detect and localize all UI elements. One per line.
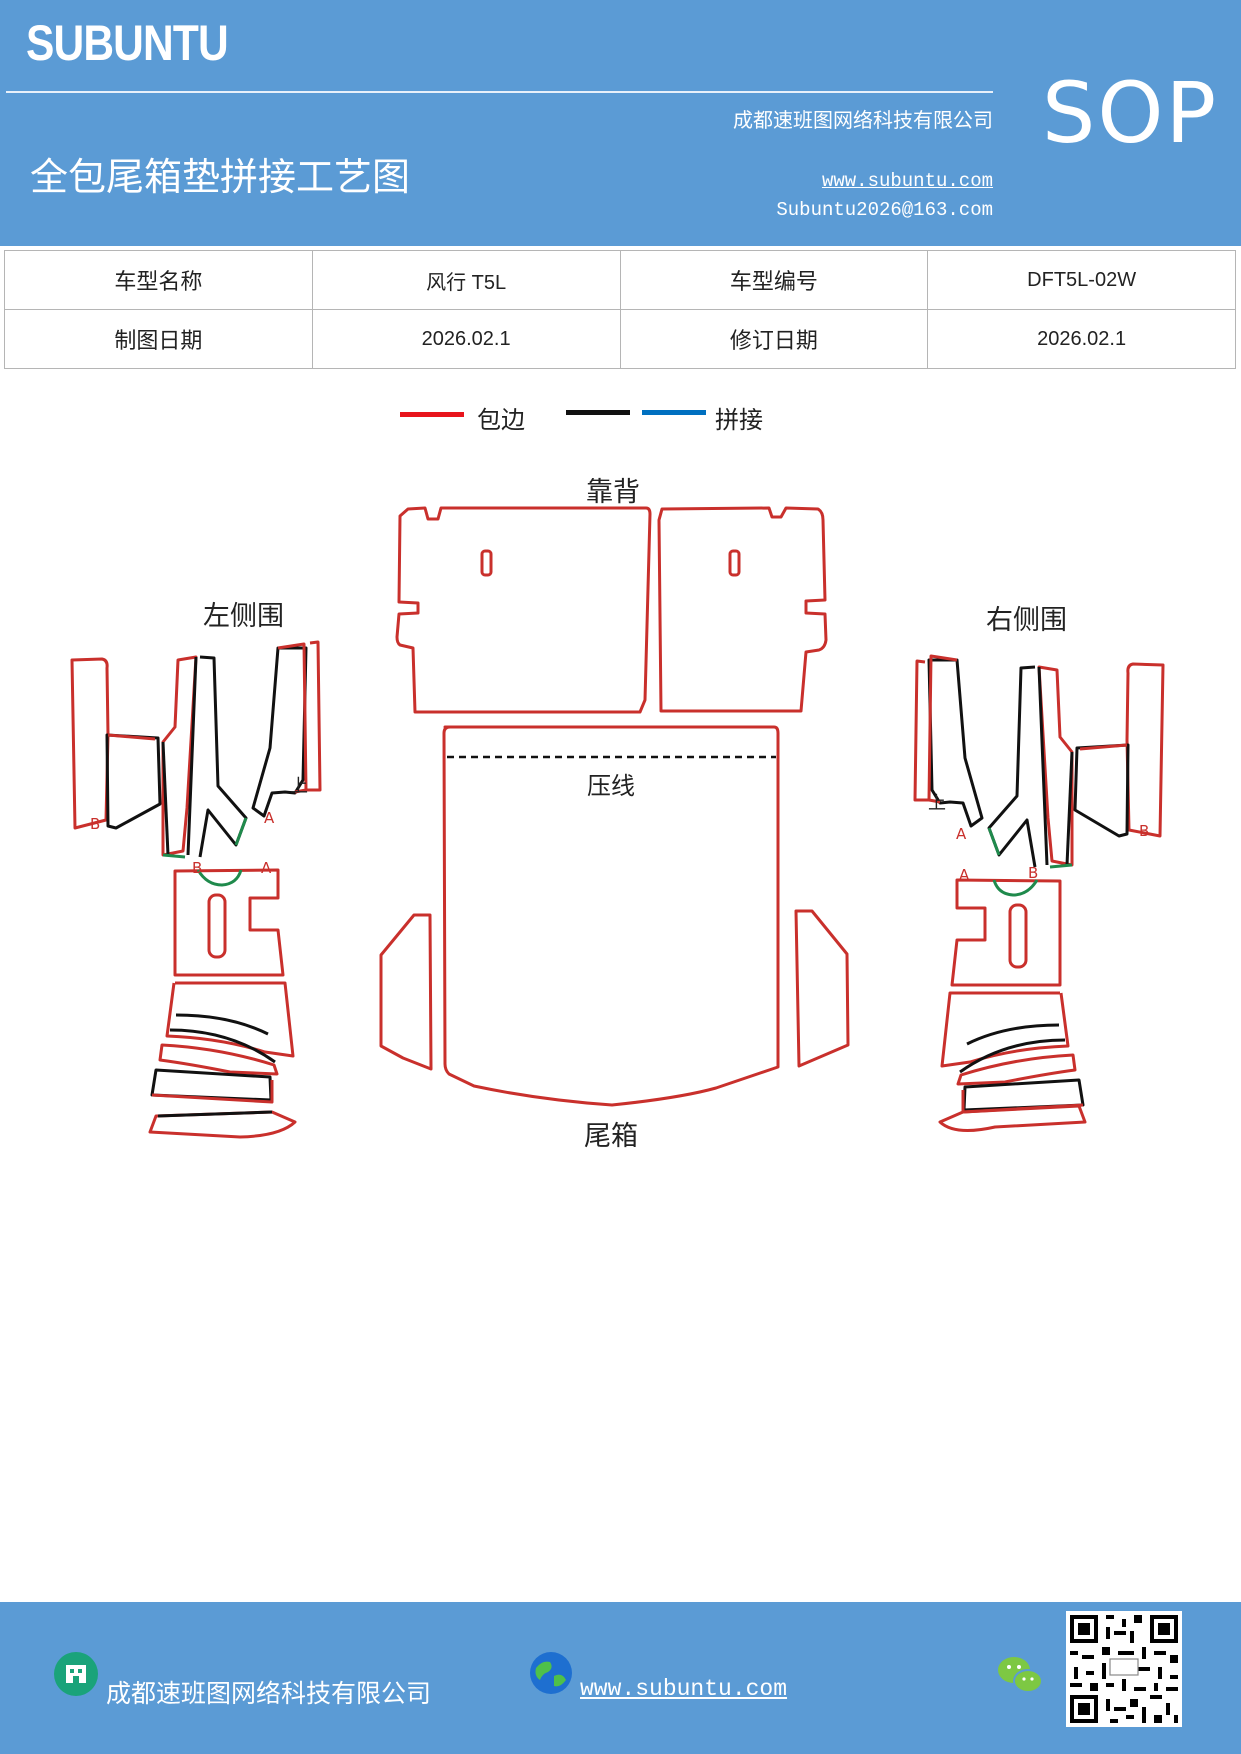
mark-b-right-lower: B <box>1028 864 1039 882</box>
qr-code <box>1066 1611 1182 1727</box>
mark-b-left-lower: B <box>192 859 203 877</box>
mark-b-right: B <box>1139 822 1150 840</box>
website-link[interactable]: www.subuntu.com <box>821 170 993 192</box>
table-cell: 修订日期 <box>619 309 929 369</box>
page-title: 全包尾箱垫拼接工艺图 <box>30 155 411 199</box>
legend-swatch-black <box>566 410 630 415</box>
trunk-side-left <box>379 913 433 1071</box>
backrest-right-panel <box>657 506 828 713</box>
footer-website-link[interactable]: www.subuntu.com <box>580 1676 788 1702</box>
company-name: 成都速班图网络科技有限公司 <box>733 108 993 132</box>
mark-a-right-lower: A <box>959 866 970 884</box>
legend-swatch-splice <box>642 410 706 415</box>
mark-up-right: 上 <box>928 793 946 814</box>
trunk-side-right <box>794 909 850 1068</box>
mat-diagram <box>70 506 1165 1139</box>
right-side-pieces <box>913 654 1165 1133</box>
mark-a-left: A <box>264 809 275 827</box>
table-cell: DFT5L-02W <box>927 250 1236 310</box>
sop-badge: SOP <box>1042 64 1219 162</box>
footer-company: 成都速班图网络科技有限公司 <box>106 1679 432 1708</box>
brand-logo: SUBUNTU <box>26 15 229 71</box>
legend-label-binding: 包边 <box>477 406 525 434</box>
legend-swatch-binding <box>400 412 464 417</box>
table-row: 车型名称 风行 T5L 车型编号 DFT5L-02W <box>4 250 1236 310</box>
legend-label-splice: 拼接 <box>715 406 763 434</box>
mark-up-left: 上 <box>290 776 308 797</box>
globe-icon <box>530 1652 572 1694</box>
crease-label: 压线 <box>587 772 635 800</box>
right-side-label: 右侧围 <box>986 605 1067 636</box>
backrest-left-slot <box>480 549 493 577</box>
backrest-left-panel <box>395 506 652 714</box>
backrest-right-slot <box>728 549 741 577</box>
table-cell: 车型编号 <box>619 250 929 310</box>
backrest-label: 靠背 <box>586 477 640 508</box>
wechat-icon[interactable] <box>996 1654 1044 1696</box>
left-side-label: 左侧围 <box>203 601 284 632</box>
mark-a-left-lower: A <box>261 859 272 877</box>
table-cell: 风行 T5L <box>311 250 621 310</box>
mark-b-left: B <box>90 815 101 833</box>
trunk-label: 尾箱 <box>584 1121 638 1152</box>
legend: 包边 拼接 <box>400 400 800 440</box>
table-cell: 2026.02.1 <box>927 309 1236 369</box>
mark-a-right: A <box>956 825 967 843</box>
table-cell: 制图日期 <box>4 309 313 369</box>
vehicle-info-table: 车型名称 风行 T5L 车型编号 DFT5L-02W 制图日期 2026.02.… <box>4 250 1236 369</box>
trunk-panel <box>442 725 780 1107</box>
table-cell: 2026.02.1 <box>311 309 621 369</box>
table-row: 制图日期 2026.02.1 修订日期 2026.02.1 <box>4 309 1236 369</box>
table-cell: 车型名称 <box>4 250 313 310</box>
left-side-pieces <box>70 640 322 1139</box>
building-icon <box>54 1652 98 1696</box>
footer-band: 成都速班图网络科技有限公司 www.subuntu.com <box>0 1602 1241 1754</box>
header-divider <box>6 91 993 93</box>
email-address: Subuntu2026@163.com <box>776 199 993 221</box>
header-band: SUBUNTU 成都速班图网络科技有限公司 全包尾箱垫拼接工艺图 www.sub… <box>0 0 1241 246</box>
